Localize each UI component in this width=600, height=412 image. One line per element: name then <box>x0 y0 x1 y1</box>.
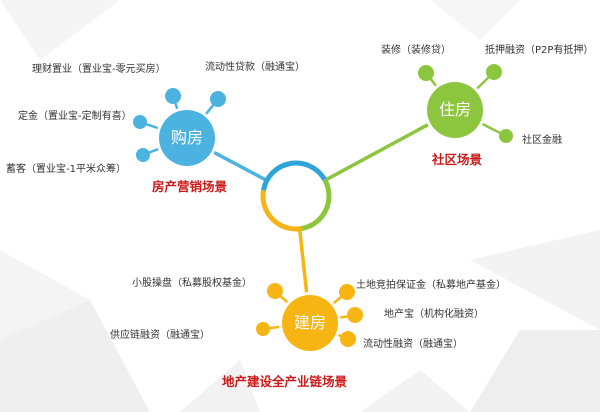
leaf-label-jianfang-dichanbao: 地产宝（机构化融资） <box>384 309 484 320</box>
hub-node-zhufang <box>427 82 483 138</box>
leaf-node-jianfang-4 <box>340 331 356 347</box>
leaf-label-goufang-dingjin: 定金（置业宝-定制有喜） <box>18 111 132 122</box>
scene-title-jianfang: 地产建设全产业链场景 <box>222 374 348 389</box>
center-ring-arc-blue <box>261 160 327 191</box>
diagram-nodes <box>133 64 513 354</box>
leaf-node-zhufang-2 <box>499 129 513 143</box>
background-facet <box>470 230 600 330</box>
leaf-node-zhufang-1 <box>486 64 502 80</box>
leaf-label-goufang-licai: 理财置业（置业宝-零元买房） <box>32 64 166 75</box>
connector-jianfang <box>297 227 309 297</box>
center-ring-arc-yellow <box>260 189 303 232</box>
leaf-node-jianfang-3 <box>347 307 363 323</box>
leaf-label-goufang-liudong: 流动性贷款（融通宝） <box>205 62 305 73</box>
leaf-label-jianfang-gongying: 供应链融资（融通宝） <box>110 330 210 341</box>
background-facet <box>180 360 260 412</box>
leaf-label-jianfang-liudong: 流动性融资（融通宝） <box>363 339 463 350</box>
hub-node-goufang <box>159 110 215 166</box>
background-facet <box>0 300 150 412</box>
scene-title-zhufang: 社区场景 <box>432 152 483 167</box>
connector-goufang <box>209 149 269 183</box>
scene-title-goufang: 房产营销场景 <box>152 179 228 194</box>
leaf-connector-zhufang-2 <box>478 121 502 135</box>
leaf-node-jianfang-1 <box>256 322 270 336</box>
hub-label-goufang: 购房 <box>170 128 203 147</box>
leaf-label-jianfang-tudi: 土地竞拍保证金（私募地产基金） <box>356 280 506 291</box>
leaf-node-jianfang-2 <box>339 284 355 300</box>
leaf-node-goufang-1 <box>210 91 226 107</box>
leaf-node-goufang-0 <box>165 88 181 104</box>
leaf-node-goufang-2 <box>133 115 147 129</box>
center-ring-arc-green <box>301 178 332 231</box>
leaf-node-zhufang-0 <box>418 65 434 81</box>
hub-node-jianfang <box>282 295 338 351</box>
connector-zhufang <box>323 121 433 183</box>
leaf-label-jianfang-xiaogu: 小股操盘（私募股权基金） <box>132 278 252 289</box>
leaf-label-goufang-xuke: 蓄客（置业宝-1平米众筹） <box>6 164 126 175</box>
leaf-label-zhufang-shequ: 社区金融 <box>522 135 562 146</box>
leaf-label-zhufang-zhuangxiu: 装修（装修贷） <box>381 45 451 56</box>
leaf-label-zhufang-diya: 抵押融资（P2P有抵押） <box>485 45 594 56</box>
leaf-node-goufang-3 <box>136 148 150 162</box>
leaf-node-jianfang-0 <box>267 283 283 299</box>
hub-label-zhufang: 住房 <box>438 100 471 119</box>
center-ring-fill <box>263 163 329 229</box>
background-facet <box>360 370 470 412</box>
hub-label-jianfang: 建房 <box>293 313 326 332</box>
background-facet <box>0 250 90 340</box>
background-facet <box>0 0 120 60</box>
background-facet <box>430 0 520 40</box>
background-facet <box>470 330 600 412</box>
leaf-connector-zhufang-1 <box>473 76 490 92</box>
